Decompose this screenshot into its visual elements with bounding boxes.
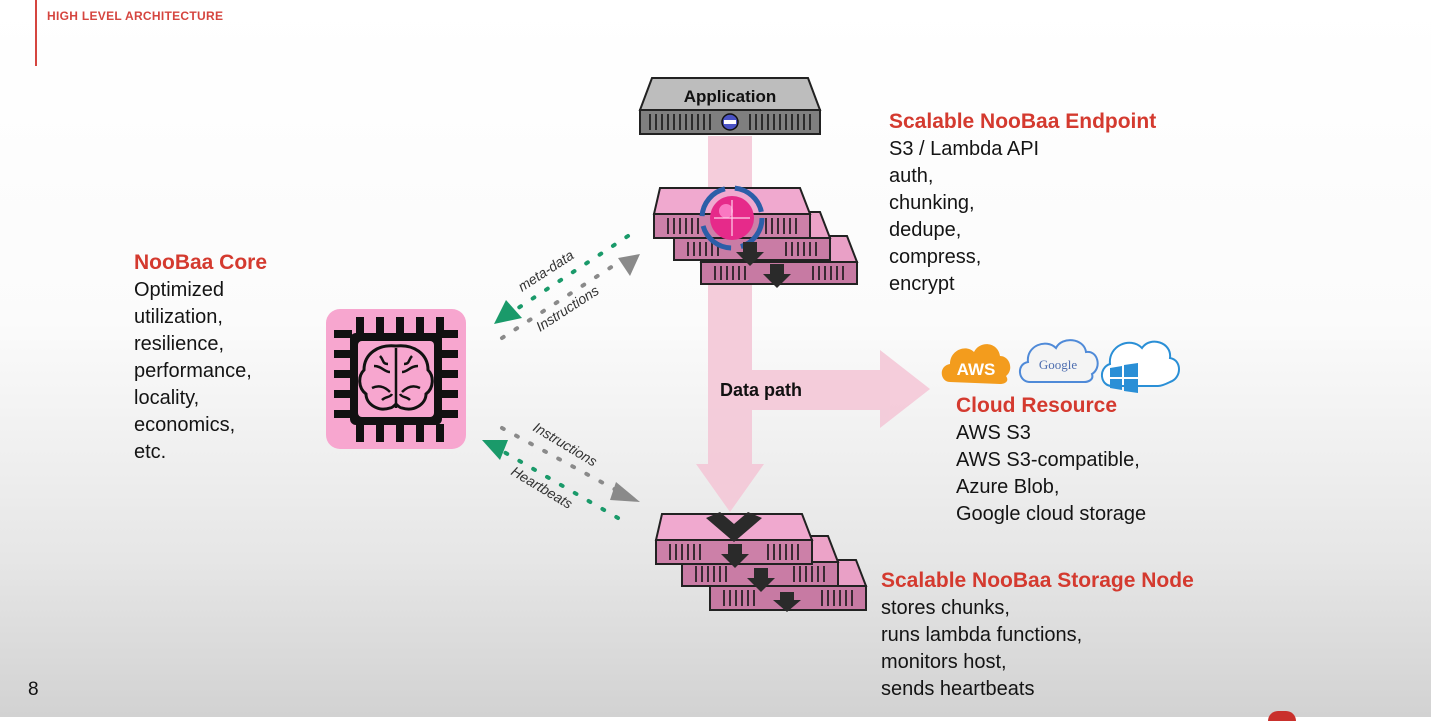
core-text-block: NooBaa Core Optimized utilization, resil… xyxy=(134,249,267,466)
list-item: sends heartbeats xyxy=(881,678,1035,700)
aws-cloud-icon: AWS xyxy=(941,344,1011,384)
list-item: monitors host, xyxy=(881,651,1007,673)
down-arrow-icon xyxy=(721,544,749,568)
list-item: AWS S3-compatible, xyxy=(956,449,1140,471)
endpoint-title: Scalable NooBaa Endpoint xyxy=(889,110,1157,133)
down-arrow-icon xyxy=(747,568,775,592)
aws-logo-text: AWS xyxy=(957,360,996,379)
list-item: stores chunks, xyxy=(881,597,1010,619)
application-label: Application xyxy=(684,87,777,106)
data-path-down-arrowhead xyxy=(696,464,764,512)
list-item: resilience, xyxy=(134,333,225,355)
endpoint-feature-list: S3 / Lambda API auth, chunking, dedupe, … xyxy=(889,136,1156,298)
instructions-bottom-label: Instructions xyxy=(530,419,600,470)
list-item: performance, xyxy=(134,360,252,382)
core-to-storage-instructions-arrow xyxy=(500,426,640,502)
data-path-right-arrowhead xyxy=(880,350,930,428)
list-item: Azure Blob, xyxy=(956,476,1060,498)
down-arrow-icon xyxy=(773,592,801,612)
merge-arrow-icon xyxy=(706,512,762,542)
list-item: encrypt xyxy=(889,273,955,295)
endpoint-server-stack xyxy=(652,185,859,288)
storage-feature-list: stores chunks, runs lambda functions, mo… xyxy=(881,595,1194,703)
list-item: locality, xyxy=(134,387,200,409)
endpoint-to-core-meta-data-arrow xyxy=(494,234,630,324)
core-chip-brain-icon xyxy=(326,309,466,449)
core-feature-list: Optimized utilization, resilience, perfo… xyxy=(134,277,267,466)
down-arrow-icon xyxy=(736,242,764,266)
storage-to-core-heartbeats-arrow xyxy=(482,440,620,520)
application-server xyxy=(638,77,822,135)
cloud-resource-list: AWS S3 AWS S3-compatible, Azure Blob, Go… xyxy=(956,420,1146,528)
list-item: compress, xyxy=(889,246,982,268)
instructions-top-label: Instructions xyxy=(533,282,602,334)
list-item: auth, xyxy=(889,165,934,187)
list-item: dedupe, xyxy=(889,219,962,241)
sync-globe-icon xyxy=(699,185,765,251)
list-item: runs lambda functions, xyxy=(881,624,1083,646)
data-path-label: Data path xyxy=(720,380,802,400)
heartbeats-label: Heartbeats xyxy=(508,463,575,512)
storage-text-block: Scalable NooBaa Storage Node stores chun… xyxy=(881,567,1194,703)
list-item: etc. xyxy=(134,441,167,463)
google-cloud-icon: Google xyxy=(1019,339,1099,383)
data-path-horizontal-shaft xyxy=(752,370,880,410)
title-accent-rule xyxy=(35,0,37,66)
core-to-endpoint-instructions-arrow xyxy=(500,254,640,340)
list-item: economics, xyxy=(134,414,236,436)
section-title: HIGH LEVEL ARCHITECTURE xyxy=(47,9,224,23)
list-item: AWS S3 xyxy=(956,422,1031,444)
cloud-text-block: Cloud Resource AWS S3 AWS S3-compatible,… xyxy=(956,392,1146,528)
core-title: NooBaa Core xyxy=(134,251,268,274)
storage-title: Scalable NooBaa Storage Node xyxy=(881,569,1194,592)
down-arrow-icon xyxy=(763,264,791,288)
google-logo-text: Google xyxy=(1039,357,1078,372)
page-number: 8 xyxy=(28,679,39,700)
endpoint-text-block: Scalable NooBaa Endpoint S3 / Lambda API… xyxy=(889,108,1156,298)
list-item: utilization, xyxy=(134,306,223,328)
meta-data-label: meta-data xyxy=(515,247,577,295)
data-path-vertical-shaft xyxy=(708,136,752,466)
list-item: S3 / Lambda API xyxy=(889,138,1040,160)
list-item: Optimized xyxy=(134,279,225,301)
list-item: chunking, xyxy=(889,192,975,214)
cloud-title: Cloud Resource xyxy=(956,394,1118,417)
brand-corner-mark xyxy=(1268,711,1296,721)
storage-node-stack xyxy=(654,512,868,612)
list-item: Google cloud storage xyxy=(956,503,1147,525)
azure-cloud-icon xyxy=(1101,340,1180,393)
